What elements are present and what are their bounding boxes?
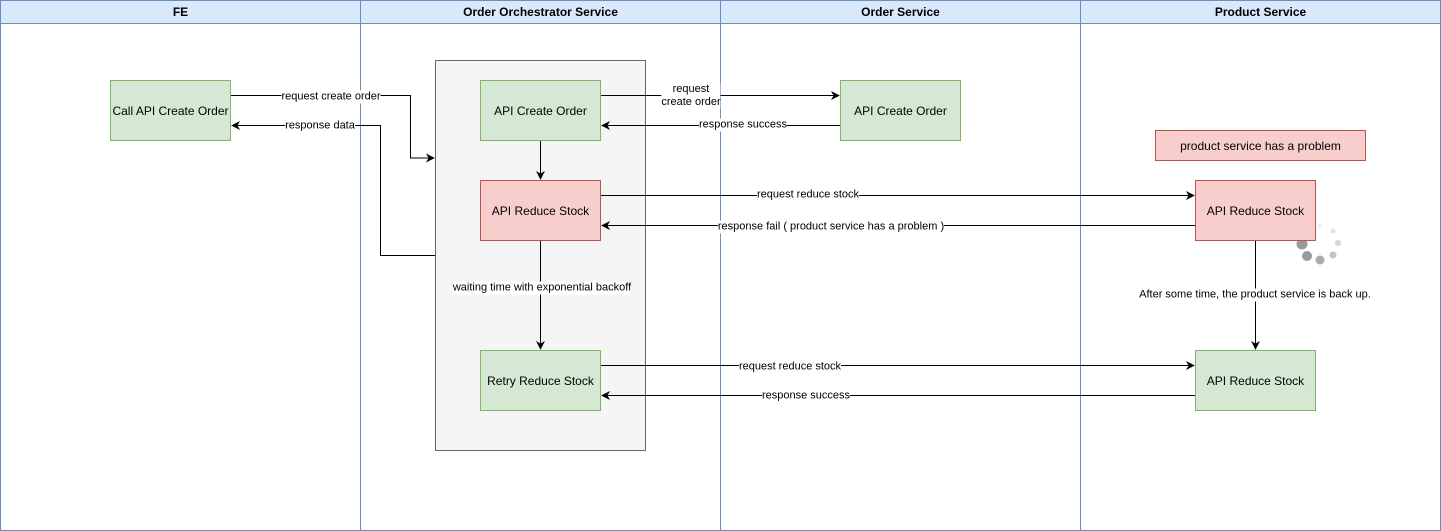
label-recovery: After some time, the product service is … <box>1139 288 1371 302</box>
lane-title-product-service: Product Service <box>1214 5 1307 19</box>
node-product-api-reduce-stock-ok: API Reduce Stock <box>1195 350 1316 411</box>
node-fe-call-api-create-order: Call API Create Order <box>110 80 231 141</box>
lane-title-fe: FE <box>172 5 189 19</box>
node-product-api-reduce-stock-fail: API Reduce Stock <box>1195 180 1316 241</box>
node-order-service-api-create-order: API Create Order <box>840 80 961 141</box>
lane-product-service <box>1080 0 1441 531</box>
note-product-service-problem: product service has a problem <box>1155 130 1366 161</box>
lane-title-orchestrator: Order Orchestrator Service <box>463 5 618 19</box>
label-order-request-line2: create order <box>661 96 721 108</box>
node-orchestrator-api-create-order: API Create Order <box>480 80 601 141</box>
label-prod-request-2: request reduce stock <box>738 360 842 374</box>
label-fe-response: response data <box>285 119 355 133</box>
label-prod-response-fail: response fail ( product service has a pr… <box>717 220 945 234</box>
label-backoff: waiting time with exponential backoff <box>452 281 632 295</box>
label-fe-request: request create order <box>281 90 381 104</box>
label-order-response: response success <box>698 118 788 132</box>
label-prod-request-1: request reduce stock <box>756 188 860 202</box>
label-order-request: request create order <box>661 83 721 109</box>
label-prod-response-ok: response success <box>761 389 851 403</box>
node-orchestrator-retry-reduce-stock: Retry Reduce Stock <box>480 350 601 411</box>
lane-title-order-service: Order Service <box>861 5 940 19</box>
label-order-request-line1: request <box>672 83 710 95</box>
node-orchestrator-api-reduce-stock: API Reduce Stock <box>480 180 601 241</box>
